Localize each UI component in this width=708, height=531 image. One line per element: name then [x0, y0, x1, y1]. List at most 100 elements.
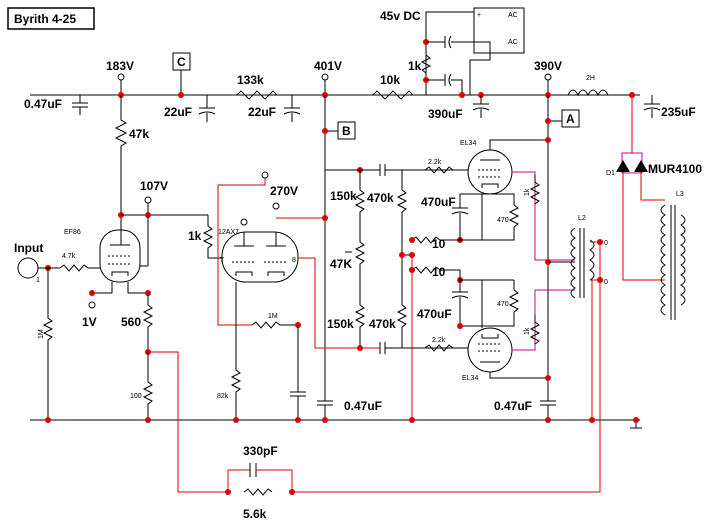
- testpoint-270v: [272, 202, 280, 210]
- label-470k-bot: 470k: [369, 317, 396, 331]
- label-l2: L2: [578, 215, 586, 222]
- bias-supply-box: [473, 7, 525, 54]
- label-1k-grid: 1k: [188, 229, 202, 243]
- transformer-l2-secondary: [589, 239, 595, 281]
- diode-right: [634, 160, 648, 172]
- transformer-l3-secondary: [660, 204, 666, 316]
- resistor-470-bot: [460, 280, 520, 327]
- label-047uf-bottom-b: 0.47uF: [494, 399, 532, 413]
- transformer-l3-primary: [680, 214, 686, 306]
- label-047uf-bottom-a: 0.47uF: [344, 399, 382, 413]
- label-el34-bot: EL34: [462, 375, 478, 382]
- tube-12ax7: [221, 231, 299, 283]
- label-270v: 270V: [270, 184, 298, 198]
- label-100: 100: [130, 393, 142, 400]
- svg-text:0: 0: [604, 279, 608, 286]
- svg-text:AC: AC: [508, 39, 518, 46]
- label-1k-top: 1k: [524, 188, 531, 196]
- capacitor-235uf: [643, 95, 661, 118]
- tube-el34-top: [467, 149, 513, 195]
- testpoint-107v: [144, 196, 152, 204]
- resistor-82k: [230, 282, 242, 420]
- resistor-10k: [372, 90, 414, 100]
- resistor-1k-grid: [202, 215, 222, 259]
- label-560: 560: [121, 315, 141, 329]
- label-c047-left: 0.47uF: [24, 97, 62, 111]
- input-jack[interactable]: [17, 257, 39, 279]
- resistor-2k2-top: [424, 166, 454, 174]
- resistor-10-bot: [411, 266, 461, 280]
- label-input: Input: [14, 241, 43, 255]
- label-183v: 183V: [106, 59, 134, 73]
- testpoint-401v: [321, 73, 329, 81]
- label-470uf-top: 470uF: [421, 195, 456, 209]
- resistor-470k-top: [396, 170, 408, 255]
- label-12ax7: 12AX7: [218, 229, 239, 236]
- label-l3: L3: [676, 191, 684, 198]
- testpoint-183v: [117, 73, 125, 81]
- testpoint-a: [561, 109, 580, 128]
- resistor-10-top: [411, 236, 460, 244]
- label-390uf: 390uF: [428, 107, 463, 121]
- capacitor-047uf-bottom-b: [540, 380, 556, 420]
- resistor-470k-bot: [396, 255, 408, 348]
- label-1v: 1V: [82, 315, 97, 329]
- label-10-bot: 10: [432, 265, 446, 279]
- label-5k6: 5.6k: [243, 507, 267, 521]
- label-d1: D1: [606, 170, 615, 177]
- wire-12ax7-feedback: [217, 178, 266, 326]
- resistor-2k2-bot: [424, 344, 454, 352]
- svg-text:AC: AC: [508, 12, 518, 19]
- label-401v: 401V: [314, 59, 342, 73]
- label-150k-top: 150k: [330, 189, 357, 203]
- label-10k: 10k: [380, 73, 400, 87]
- svg-text:7: 7: [220, 257, 224, 264]
- choke-2h: [567, 89, 609, 97]
- label-22uf-b: 22uF: [248, 105, 276, 119]
- capacitor-22uf-a: [198, 95, 216, 122]
- resistor-150k-top: [354, 170, 366, 228]
- label-22uf-a: 22uF: [164, 105, 192, 119]
- testpoint-1v: [88, 301, 96, 309]
- resistor-100: [142, 352, 154, 420]
- label-mur4100: MUR4100: [648, 162, 702, 176]
- diode-left: [616, 160, 630, 172]
- capacitor-047uf-left: [72, 95, 88, 115]
- label-1k-supply: 1k: [408, 59, 422, 73]
- resistor-1m-input: [42, 268, 54, 420]
- label-c: C: [177, 55, 186, 69]
- svg-text:0: 0: [604, 240, 608, 247]
- label-47k: 47k: [129, 127, 149, 141]
- label-b: B: [342, 124, 351, 138]
- resistor-5k6: [243, 488, 273, 496]
- resistor-47k: [114, 95, 128, 215]
- label-470-bot: 470: [497, 301, 509, 308]
- resistor-133k: [236, 90, 278, 100]
- label-1k-bot: 1k: [524, 327, 531, 335]
- label-pot-47k: 47K: [330, 257, 352, 271]
- label-2h: 2H: [586, 75, 595, 82]
- svg-text:8: 8: [292, 257, 296, 264]
- label-470-top: 470: [497, 217, 509, 224]
- svg-text:+: +: [477, 12, 481, 19]
- label-82k: 82k: [217, 393, 229, 400]
- label-330pf: 330pF: [243, 444, 278, 458]
- title: Byrith 4-25: [14, 12, 76, 26]
- label-4k7: 4.7k: [62, 253, 76, 260]
- tube-el34-bot: [467, 327, 513, 373]
- label-a: A: [566, 112, 575, 126]
- resistor-560: [142, 293, 154, 352]
- label-470k-top: 470k: [367, 191, 394, 205]
- svg-text:1: 1: [36, 277, 40, 284]
- label-1m-fb: 1M: [268, 313, 278, 320]
- label-470uf-bot: 470uF: [417, 307, 452, 321]
- transformer-l2-primary: [570, 227, 576, 299]
- label-ef86: EF86: [64, 229, 81, 236]
- label-2k2-top: 2.2k: [428, 159, 442, 166]
- label-el34-top: EL34: [460, 140, 476, 147]
- label-2k2-bot: 2.2k: [432, 337, 446, 344]
- capacitor-390uf: [472, 95, 490, 118]
- resistor-150k-bot: [354, 275, 366, 348]
- resistor-4k7: [59, 264, 100, 272]
